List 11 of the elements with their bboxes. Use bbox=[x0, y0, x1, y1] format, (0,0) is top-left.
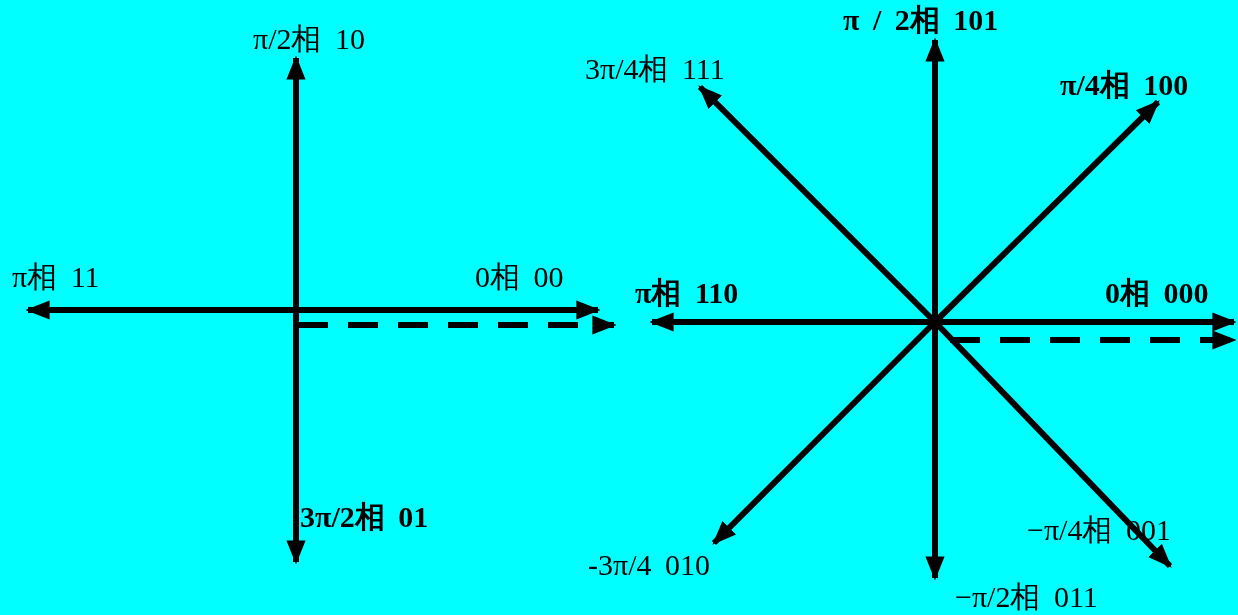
phase-label: π/2相 10 bbox=[253, 22, 365, 56]
phase-label: 3π/4相 111 bbox=[585, 52, 725, 86]
phase-label: π/4相 100 bbox=[1060, 68, 1189, 102]
phase-label: −π/2相 011 bbox=[955, 580, 1098, 614]
phase-label: 3π/2相 01 bbox=[300, 500, 429, 534]
phase-label: 0相 00 bbox=[475, 260, 564, 294]
phase-label: π相 110 bbox=[635, 276, 739, 310]
phase-label: π相 11 bbox=[12, 260, 100, 294]
phase-label: π / 2相 101 bbox=[843, 3, 999, 37]
phase-label: 0相 000 bbox=[1105, 276, 1209, 310]
phase-label: -3π/4 010 bbox=[588, 548, 710, 582]
